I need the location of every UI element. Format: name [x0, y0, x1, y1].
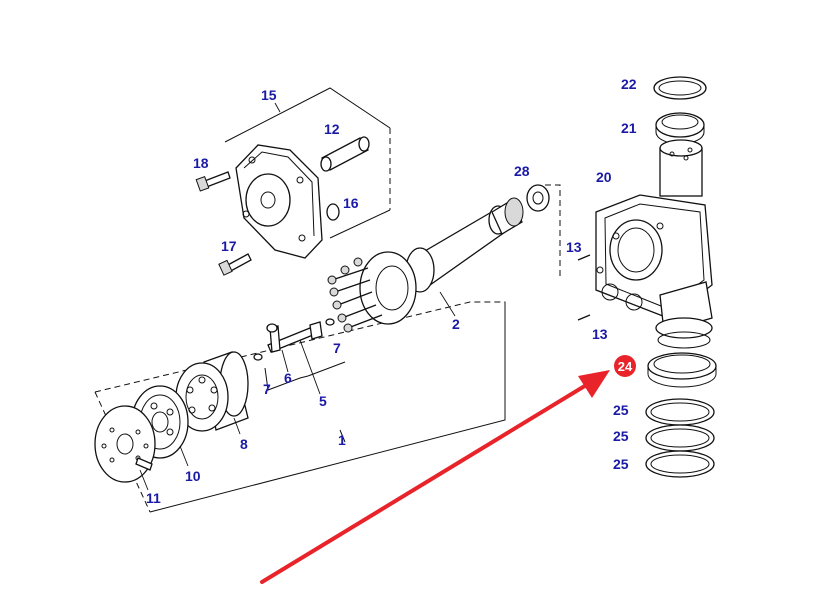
ring-25-bottom	[645, 450, 715, 478]
retaining-ring-22	[653, 76, 707, 100]
label-13b: 13	[592, 326, 608, 342]
steering-housing-20	[595, 139, 713, 349]
linkage-parts	[253, 318, 346, 395]
highlight-callout-24: 24	[614, 355, 636, 377]
callout-24-text: 24	[618, 359, 633, 374]
bolt-17	[218, 253, 252, 276]
pin-12	[320, 136, 370, 172]
label-25a: 25	[613, 402, 629, 418]
bolt-18	[195, 171, 231, 192]
label-18: 18	[193, 155, 209, 171]
label-7b: 7	[333, 340, 341, 356]
label-6: 6	[284, 370, 292, 386]
label-20: 20	[596, 169, 612, 185]
label-7a: 7	[263, 381, 271, 397]
label-28: 28	[514, 163, 530, 179]
o-ring-16	[326, 203, 340, 221]
label-2: 2	[452, 316, 460, 332]
drive-shaft	[405, 197, 524, 317]
cylinder-8	[175, 351, 249, 435]
label-1: 1	[338, 432, 346, 448]
label-15: 15	[261, 87, 277, 103]
label-8: 8	[240, 436, 248, 452]
ring-25-top	[645, 398, 715, 426]
housing-bracket	[545, 184, 561, 280]
seal-ring-21	[655, 112, 705, 145]
dowel-pins-13	[577, 254, 591, 321]
bearing-28	[526, 184, 550, 212]
ring-25-middle	[645, 424, 715, 452]
label-22: 22	[621, 76, 637, 92]
pistons	[327, 257, 383, 333]
label-10: 10	[185, 468, 201, 484]
cover-housing	[224, 87, 391, 259]
label-12: 12	[324, 121, 340, 137]
plate-11	[94, 405, 156, 491]
piston-block	[327, 251, 417, 333]
label-25c: 25	[613, 456, 629, 472]
label-11: 11	[146, 490, 161, 506]
label-5: 5	[319, 393, 327, 409]
label-13a: 13	[566, 239, 582, 255]
ring-24	[647, 352, 717, 388]
label-25b: 25	[613, 428, 629, 444]
label-21: 21	[621, 120, 637, 136]
part-labels: 15 12 18 16 17 28 2 7 6 7 5 1 8 10 11 22…	[146, 76, 637, 506]
label-16: 16	[343, 195, 359, 211]
label-17: 17	[221, 238, 237, 254]
pointer-arrow	[260, 370, 610, 584]
